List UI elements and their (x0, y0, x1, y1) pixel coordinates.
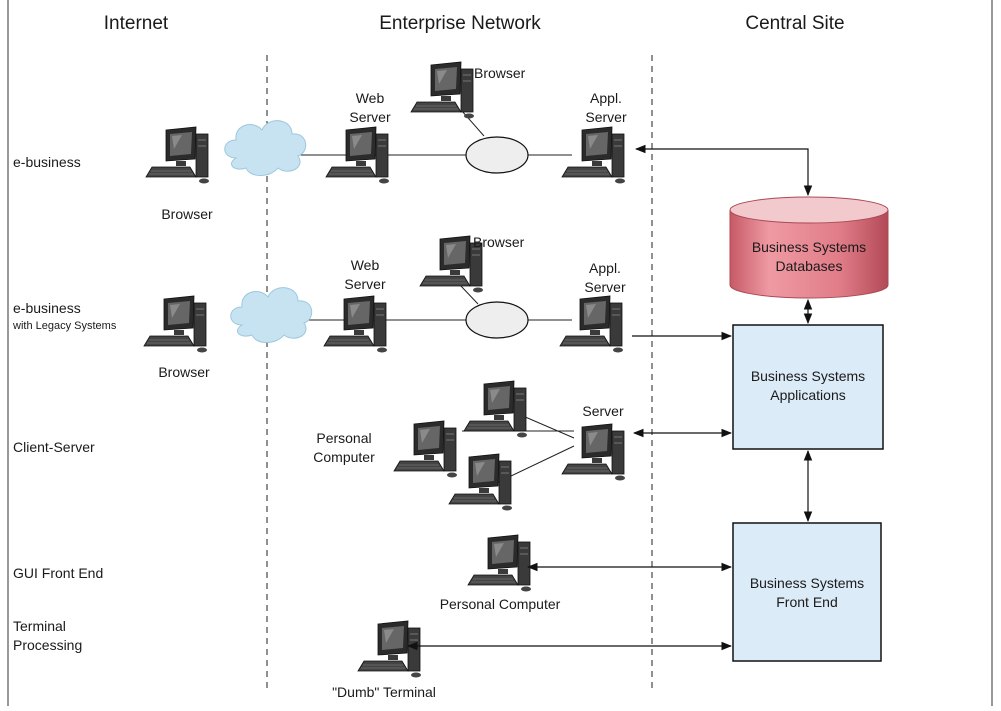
row-label-terminal-1: Terminal (13, 618, 66, 634)
label-pc-2: Computer (313, 449, 375, 465)
link-browser-to-hub-2 (459, 284, 479, 305)
row-label-terminal-2: Processing (13, 637, 82, 653)
frontend-box (732, 522, 882, 662)
network-hub-icon (465, 301, 529, 339)
label-personal-computer: Personal Computer (440, 596, 561, 612)
internet-cloud-icon (230, 287, 313, 343)
personal-computer-icon (467, 534, 532, 592)
arrow-appl-to-databases (634, 144, 813, 197)
label-appl-2: Server (584, 279, 626, 295)
appl-server-icon (559, 295, 624, 353)
databases-cylinder (729, 196, 889, 299)
row-label-legacy-2: with Legacy Systems (12, 320, 117, 332)
frontend-label-1: Business Systems (750, 575, 864, 591)
label-pc-1: Personal (316, 430, 371, 446)
personal-computer-icon (448, 453, 513, 511)
personal-computer-icon (463, 380, 528, 438)
databases-label-2: Databases (776, 258, 843, 274)
label-browser: Browser (473, 234, 525, 250)
label-web-1: Web (356, 90, 385, 106)
row-label-ebusiness: e-business (13, 154, 81, 170)
internet-cloud-icon (224, 120, 307, 176)
label-browser: Browser (161, 206, 213, 222)
label-web-1: Web (351, 257, 380, 273)
applications-label-2: Applications (770, 387, 846, 403)
label-server: Server (582, 403, 624, 419)
web-server-icon (323, 295, 388, 353)
frontend-label-2: Front End (776, 594, 837, 610)
label-appl-2: Server (585, 109, 627, 125)
label-web-2: Server (349, 109, 391, 125)
column-heading-central: Central Site (745, 13, 844, 34)
label-browser: Browser (474, 65, 526, 81)
label-dumb-terminal: "Dumb" Terminal (332, 684, 436, 700)
applications-label-1: Business Systems (751, 368, 865, 384)
column-heading-enterprise: Enterprise Network (379, 13, 541, 34)
label-web-2: Server (344, 276, 386, 292)
row-label-legacy-1: e-business (13, 300, 81, 316)
label-browser: Browser (158, 364, 210, 380)
label-appl-1: Appl. (589, 260, 621, 276)
browser-computer-icon (145, 126, 210, 184)
databases-label-1: Business Systems (752, 239, 866, 255)
network-hub-icon (465, 136, 529, 174)
dumb-terminal-icon (357, 620, 422, 678)
label-appl-1: Appl. (590, 90, 622, 106)
row-label-client-server: Client-Server (13, 439, 95, 455)
browser-computer-icon (143, 295, 208, 353)
column-heading-internet: Internet (104, 13, 169, 34)
personal-computer-icon (393, 420, 458, 478)
server-icon (561, 423, 626, 481)
applications-box (732, 324, 884, 450)
browser-computer-icon (410, 61, 475, 119)
row-label-gui: GUI Front End (13, 565, 103, 581)
